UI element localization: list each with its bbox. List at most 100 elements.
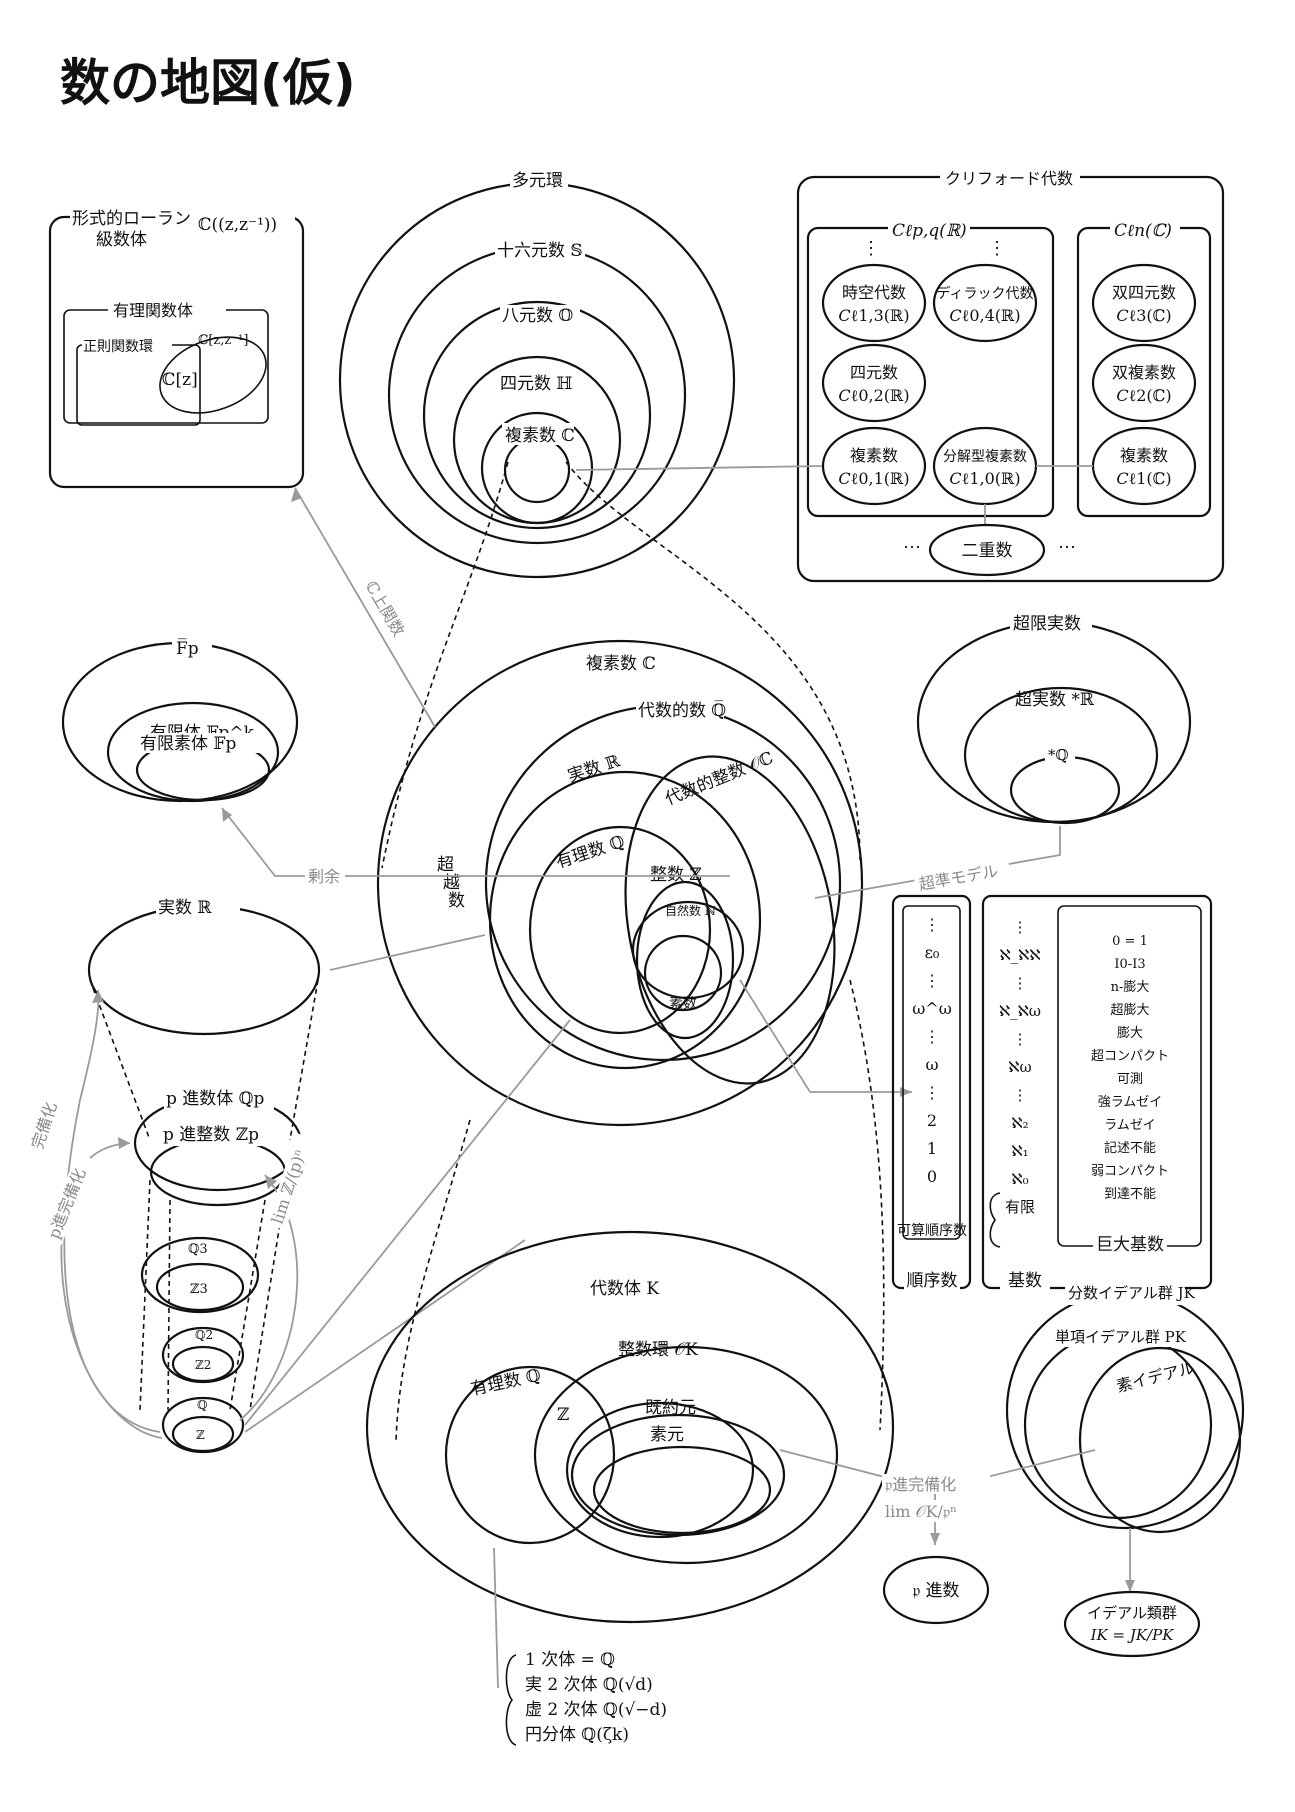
biquaternion-sym: 𝐶ℓ3(ℂ) bbox=[1116, 306, 1171, 325]
q-label: ℚ bbox=[197, 1398, 207, 1412]
formal-laurent-symbol: ℂ((z,z⁻¹)) bbox=[198, 215, 277, 235]
p-completion-down-arrowhead bbox=[930, 1533, 940, 1545]
z3-ellipse bbox=[155, 1262, 245, 1312]
hyperreal-outer-label: 超限実数 bbox=[1013, 614, 1081, 634]
algebraic-label: 代数的数 ℚ̅ bbox=[638, 700, 726, 721]
cardinal-label: 基数 bbox=[1008, 1271, 1042, 1291]
bicomplex-sym: 𝐶ℓ2(ℂ) bbox=[1116, 386, 1171, 405]
p-adic-ellipse bbox=[882, 1555, 990, 1625]
examples-brace bbox=[505, 1654, 517, 1746]
main-complex-group: 複素数 ℂ 代数的数 ℚ̅ 実数 ℝ 代数的整数 𝒪ℂ 有理数 ℚ 整数 ℤ 自… bbox=[376, 639, 864, 1127]
large-cardinal-item: 強ラムゼイ bbox=[1098, 1095, 1163, 1110]
qp-label: p 進数体 ℚp bbox=[166, 1089, 264, 1109]
c-function-label: ℂ上関数 bbox=[362, 578, 409, 640]
large-cardinal-item: 記述不能 bbox=[1104, 1140, 1156, 1156]
spacetime-name: 時空代数 bbox=[842, 283, 906, 302]
z-ellipse bbox=[171, 1415, 235, 1453]
sedenion-label: 十六元数 𝕊 bbox=[497, 241, 583, 261]
vdots-icon: ⋮ bbox=[862, 238, 880, 259]
dashed-link-lower-right bbox=[849, 979, 885, 1431]
complex-complex-clifford-name: 複素数 bbox=[1120, 446, 1168, 465]
c-function-edge bbox=[294, 487, 436, 728]
complex-real-clifford-name: 複素数 bbox=[850, 446, 898, 465]
q-to-rational-edge bbox=[244, 1019, 571, 1426]
cardinal-item: ℵ₂ bbox=[1011, 1114, 1028, 1132]
invlim2-label: lim 𝒪K/𝔭ⁿ bbox=[885, 1502, 957, 1521]
real-label: 実数 ℝ bbox=[565, 751, 623, 787]
main-complex-circle bbox=[376, 639, 864, 1127]
prime-ideal-ellipse bbox=[1078, 1346, 1242, 1534]
vdots-icon: ⋮ bbox=[988, 238, 1006, 259]
number-field-ellipse bbox=[365, 1230, 895, 1624]
spacetime-ellipse bbox=[821, 263, 927, 343]
c-function-arrowhead bbox=[291, 488, 302, 502]
z2-label: ℤ2 bbox=[195, 1358, 211, 1372]
hyper-rational-ellipse bbox=[1009, 755, 1121, 825]
ideal-class-label: イデアル類群 bbox=[1087, 1604, 1177, 1622]
hyperreal-group: 超限実数 超実数 *ℝ *ℚ bbox=[916, 613, 1192, 825]
large-cardinal-item: 超コンパクト bbox=[1091, 1049, 1169, 1064]
cardinal-item: ℵ₀ bbox=[1011, 1170, 1028, 1188]
example-2: 実 2 次体 ℚ(√d) bbox=[525, 1675, 653, 1695]
split-complex-name: 分解型複素数 bbox=[943, 448, 1027, 465]
nonstandard-edge bbox=[814, 826, 1061, 899]
ordinal-label: 順序数 bbox=[907, 1271, 958, 1291]
cardinal-item: ℵ_ℵℵ bbox=[999, 946, 1040, 964]
ordinal-item: ω^ω bbox=[912, 999, 952, 1018]
cardinal-item: ℵ₁ bbox=[1011, 1142, 1028, 1160]
sedenion-circle bbox=[387, 245, 687, 545]
quaternion-clifford-ellipse bbox=[821, 343, 927, 423]
nf-z-ellipse bbox=[565, 1401, 755, 1539]
residue-arrowhead bbox=[222, 808, 232, 822]
irreducible-ellipse bbox=[570, 1413, 786, 1537]
large-cardinal-item: 可測 bbox=[1117, 1072, 1143, 1087]
large-cardinal-label: 巨大基数 bbox=[1096, 1235, 1164, 1255]
regular-ring-label: 正則関数環 bbox=[83, 339, 153, 355]
finite-field-ellipse bbox=[106, 701, 280, 803]
large-cardinal-item: 膨大 bbox=[1117, 1026, 1143, 1041]
rational-label: 有理数 ℚ bbox=[553, 832, 627, 873]
biquaternion-ellipse bbox=[1091, 263, 1197, 343]
clifford-complex-header: 𝐶ℓn(ℂ) bbox=[1114, 221, 1172, 241]
octonion-circle bbox=[422, 300, 652, 530]
z-label: ℤ bbox=[196, 1428, 205, 1442]
completion-arrowhead bbox=[92, 990, 104, 1003]
complex-real-clifford-sym: 𝐶ℓ0,1(ℝ) bbox=[838, 469, 909, 488]
bicomplex-ellipse bbox=[1091, 343, 1197, 423]
number-field-label: 代数体 K bbox=[590, 1279, 659, 1299]
cardinal-item: 有限 bbox=[1005, 1198, 1035, 1216]
fractional-ideal-label: 分数イデアル群 JK bbox=[1068, 1284, 1196, 1302]
poly-label: ℂ[z] bbox=[162, 370, 198, 390]
completion-label: 完備化 bbox=[28, 1100, 61, 1152]
hc-complex-inner-circle bbox=[503, 436, 571, 504]
q3-ellipse bbox=[140, 1236, 260, 1314]
hyper-rational-label: *ℚ bbox=[1048, 746, 1069, 764]
countable-ordinal-label: 可算順序数 bbox=[897, 1223, 967, 1239]
dots-icon: ⋯ bbox=[903, 537, 921, 558]
ordinal-arrowhead bbox=[900, 1087, 912, 1097]
rational-function-label: 有理関数体 bbox=[113, 301, 193, 320]
completion-arc bbox=[63, 989, 161, 1433]
biquaternion-name: 双四元数 bbox=[1112, 283, 1176, 302]
ordinal-item: ⋮ bbox=[924, 971, 940, 990]
large-cardinal-item: ラムゼイ bbox=[1104, 1118, 1156, 1133]
p-completion2-label: 𝔭進完備化 bbox=[885, 1475, 956, 1494]
real-ellipse bbox=[488, 770, 762, 1070]
nf-z-label: ℤ bbox=[557, 1405, 569, 1425]
dual-number-ellipse bbox=[928, 523, 1046, 577]
zp-ellipse bbox=[149, 1137, 287, 1207]
complex-to-clifford-line bbox=[575, 465, 823, 471]
cone-dash bbox=[139, 1179, 151, 1411]
dashed-link-left bbox=[381, 461, 509, 869]
quaternion-clifford-sym: 𝐶ℓ0,2(ℝ) bbox=[838, 386, 909, 405]
rational-ellipse bbox=[528, 825, 712, 1035]
clifford-group: クリフォード代数 𝐶ℓp,q(ℝ) ⋮ ⋮ 時空代数 𝐶ℓ1,3(ℝ) ディラッ… bbox=[796, 168, 1225, 583]
prime-field-label: 有限素体 𝔽p bbox=[140, 734, 236, 754]
large-cardinal-item: 弱コンパクト bbox=[1091, 1164, 1169, 1179]
ordinal-item: ⋮ bbox=[924, 915, 940, 934]
ordinal-item: 2 bbox=[927, 1111, 937, 1130]
completion-label-group: 完備化 bbox=[26, 1076, 70, 1156]
cardinal-item: ℵ_ℵω bbox=[999, 1002, 1041, 1020]
large-cardinal-item: 到達不能 bbox=[1104, 1187, 1156, 1202]
dashed-link-right bbox=[565, 461, 861, 861]
